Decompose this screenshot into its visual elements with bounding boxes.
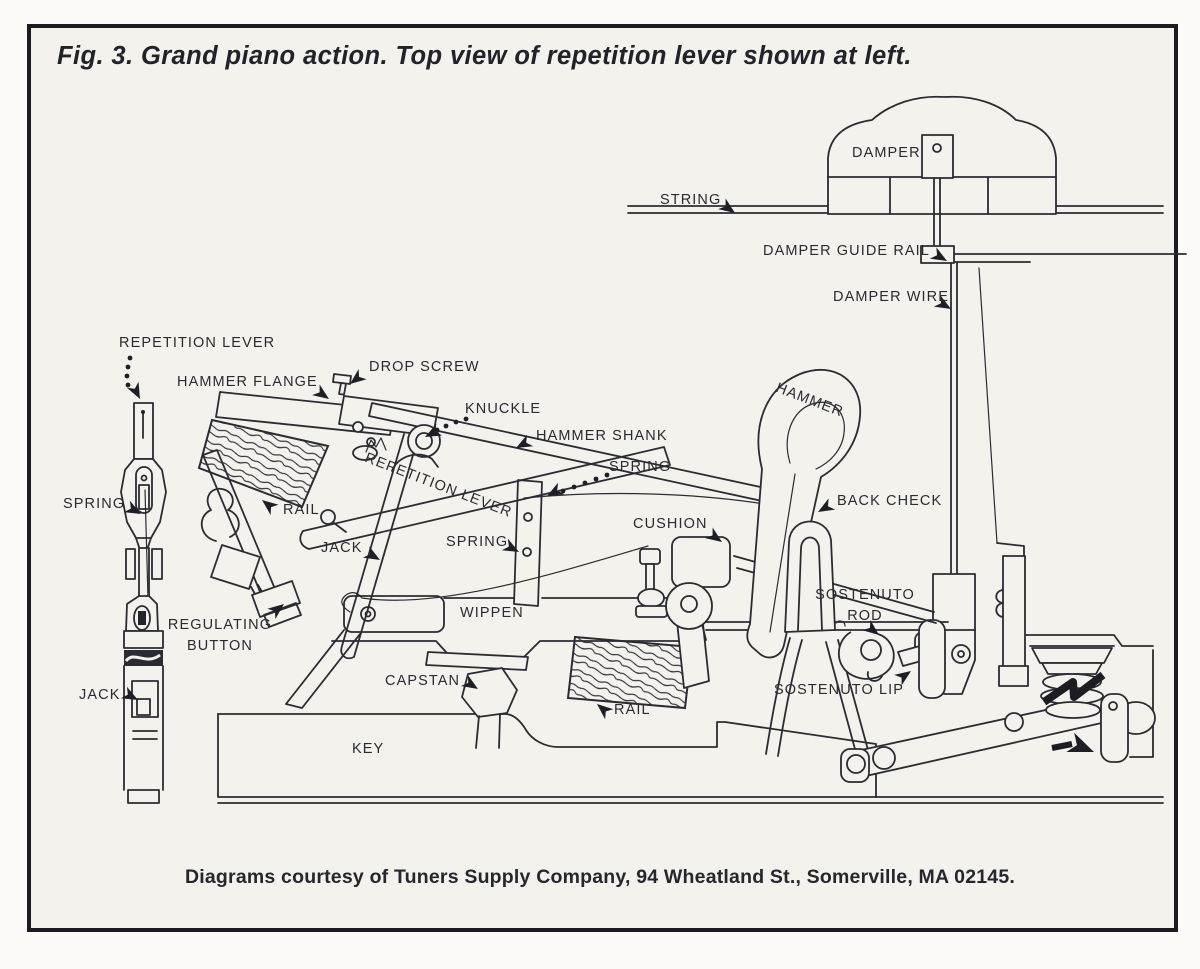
sostenuto-rod-and-lip [705, 619, 949, 699]
label-damper-wire: DAMPER WIRE [833, 289, 950, 305]
label-spring-wippen: SPRING [446, 534, 509, 550]
label-jack-main: JACK [321, 540, 363, 556]
label-spring-shank: SPRING [609, 459, 672, 475]
regulating-rail-and-button [200, 449, 302, 628]
action-bracket-shelf [1023, 634, 1154, 758]
damper-wire-and-guide-rail [920, 177, 1187, 636]
damper-lever-spring [1031, 647, 1113, 762]
label-jack-side: JACK [79, 687, 121, 703]
figure-title: Fig. 3. Grand piano action. Top view of … [57, 42, 912, 70]
shank-spring-wire [523, 492, 799, 511]
hammer-head [746, 368, 861, 659]
label-hammer-shank: HAMMER SHANK [536, 428, 668, 444]
label-damper: DAMPER [852, 145, 921, 161]
figure-caption: Diagrams courtesy of Tuners Supply Compa… [184, 866, 1016, 888]
damper-head [827, 95, 1057, 215]
damper-underlever [840, 693, 1156, 783]
label-knuckle: KNUCKLE [465, 401, 542, 417]
back-check-loop [784, 520, 836, 633]
cushion-and-roller [635, 536, 731, 630]
label-drop-screw: DROP SCREW [369, 359, 480, 375]
label-sostenuto-lip: SOSTENUTO LIP [774, 682, 905, 698]
label-hammer-flange: HAMMER FLANGE [177, 374, 318, 390]
label-repetition-lever-top: REPETITION LEVER [119, 335, 276, 351]
label-string: STRING [660, 192, 722, 208]
lower-rail-wood-block [566, 635, 694, 710]
label-back-check: BACK CHECK [837, 493, 943, 509]
repetition-lever-top-view [120, 402, 167, 804]
label-damper-guide-rail: DAMPER GUIDE RAIL [763, 243, 930, 259]
key-outline [217, 713, 1164, 804]
repetition-lever-beam [299, 437, 671, 550]
label-cushion: CUSHION [633, 516, 708, 532]
label-spring-side: SPRING [63, 496, 126, 512]
label-capstan: CAPSTAN [385, 673, 461, 689]
label-wippen: WIPPEN [460, 605, 524, 621]
label-rail-upper: RAIL [283, 502, 320, 518]
dotted-leader-trails [124, 355, 610, 494]
label-regulating-button: REGULATING BUTTON [167, 617, 273, 655]
label-sostenuto-rod: SOSTENUTO ROD [815, 587, 915, 625]
repetition-spring-wire [341, 545, 649, 613]
label-rail-lower: RAIL [614, 702, 651, 718]
label-key: KEY [352, 741, 385, 757]
